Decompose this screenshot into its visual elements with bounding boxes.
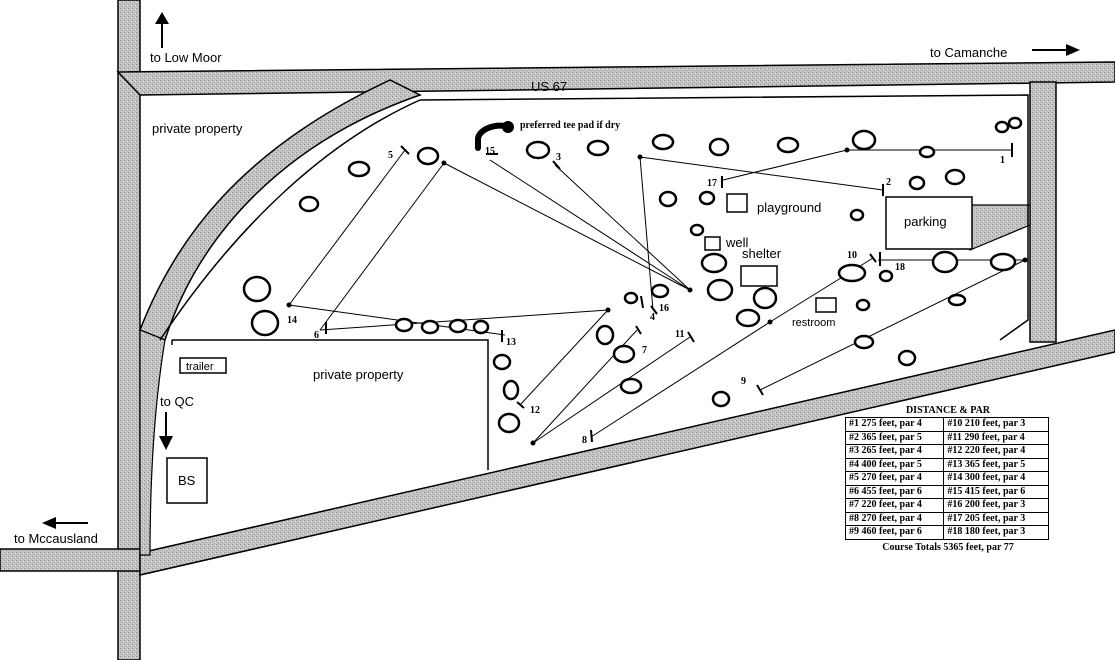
shelter-box: [740, 265, 778, 287]
baskets: [286, 147, 1028, 446]
hole-3-label: 3: [556, 152, 561, 163]
legend-cell: #18 180 feet, par 3: [943, 525, 1049, 540]
legend-cell: #10 210 feet, par 3: [943, 417, 1049, 432]
hole-2-label: 2: [886, 177, 891, 188]
restroom-label: restroom: [792, 317, 835, 329]
legend-cell: #8 270 feet, par 4: [844, 511, 945, 526]
legend-row: #4 400 feet, par 5#13 365 feet, par 5: [844, 457, 1049, 472]
legend-cell: #15 415 feet, par 6: [943, 484, 1049, 499]
east-arrow-icon: [1032, 44, 1080, 56]
to-camanche-label: to Camanche: [930, 45, 1007, 60]
legend-cell: #13 365 feet, par 5: [943, 457, 1049, 472]
hole-17-label: 17: [707, 178, 717, 189]
legend-cell: #5 270 feet, par 4: [844, 471, 945, 486]
legend-row: #7 220 feet, par 4#16 200 feet, par 3: [844, 498, 1049, 513]
legend-row: #6 455 feet, par 6#15 415 feet, par 6: [844, 484, 1049, 499]
legend-row: #2 365 feet, par 5#11 290 feet, par 4: [844, 430, 1049, 445]
legend-cell: #7 220 feet, par 4: [844, 498, 945, 513]
bottom-west-road: [0, 548, 141, 572]
parking-spur: [969, 204, 1031, 251]
legend-cell: #12 220 feet, par 4: [943, 444, 1049, 459]
hole-8-label: 8: [582, 435, 587, 446]
bs-box: [166, 457, 208, 504]
to-low-moor-label: to Low Moor: [150, 50, 222, 65]
legend-cell: #3 265 feet, par 4: [844, 444, 945, 459]
legend-cell: #1 275 feet, par 4: [844, 417, 945, 432]
legend-cell: #11 290 feet, par 4: [943, 430, 1049, 445]
legend-cell: #2 365 feet, par 5: [844, 430, 945, 445]
park-curve-road: [139, 79, 422, 341]
bs-label: BS: [178, 473, 196, 488]
legend-cell: #6 455 feet, par 6: [844, 484, 945, 499]
legend-row: #5 270 feet, par 4#14 300 feet, par 4: [844, 471, 1049, 486]
hole-7-label: 7: [642, 345, 647, 356]
legend-cell: #16 200 feet, par 3: [943, 498, 1049, 513]
hole-4-label: 4: [650, 312, 655, 323]
park-curve-road-south: [139, 329, 166, 556]
preferred-tee-pad-icon: [475, 121, 514, 151]
hole-1-label: 1: [1000, 155, 1005, 166]
east-road: [1029, 81, 1057, 343]
trailer-box: [179, 357, 227, 374]
west-arrow-icon: [42, 517, 88, 529]
trees: [242, 116, 1023, 434]
legend-title: DISTANCE & PAR: [905, 405, 991, 416]
hole-10-label: 10: [847, 250, 857, 261]
parking-lot: [885, 196, 973, 250]
trailer-label: trailer: [186, 361, 214, 373]
park-boundary: [159, 94, 1029, 341]
legend-cell: #9 460 feet, par 6: [844, 525, 945, 540]
restroom-box: [815, 297, 837, 313]
hole-6-label: 6: [314, 330, 319, 341]
legend-table: #1 275 feet, par 4#10 210 feet, par 3#2 …: [844, 417, 1049, 540]
legend-cell: #17 205 feet, par 3: [943, 511, 1049, 526]
to-qc-label: to QC: [160, 394, 194, 409]
us67-label: US 67: [531, 79, 567, 94]
to-mccausland-label: to Mccausland: [14, 531, 98, 546]
tee-markers: [325, 143, 1013, 443]
hole-18-label: 18: [895, 262, 905, 273]
fairways: [288, 149, 1026, 444]
legend-cell: #14 300 feet, par 4: [943, 471, 1049, 486]
legend-row: #3 265 feet, par 4#12 220 feet, par 4: [844, 444, 1049, 459]
hole-13-label: 13: [506, 337, 516, 348]
hole-14-label: 14: [287, 315, 297, 326]
hole-16-label: 16: [659, 303, 669, 314]
hole-5-label: 5: [388, 150, 393, 161]
us67-road: [116, 61, 1115, 96]
course-totals: Course Totals 5365 feet, par 77: [882, 541, 1014, 553]
hole-15-label: 15: [485, 146, 495, 157]
south-road: [139, 329, 1115, 576]
tee-pad-note: preferred tee pad if dry: [520, 120, 620, 131]
legend-row: #1 275 feet, par 4#10 210 feet, par 3: [844, 417, 1049, 432]
distance-par-legend: DISTANCE & PAR #1 275 feet, par 4#10 210…: [844, 405, 1051, 555]
legend-row: #9 460 feet, par 6#18 180 feet, par 3: [844, 525, 1049, 540]
well-box: [704, 236, 721, 251]
parking-label: parking: [904, 214, 947, 229]
hole-12-label: 12: [530, 405, 540, 416]
playground-label: playground: [757, 200, 821, 215]
hole-11-label: 11: [675, 329, 684, 340]
well-label: well: [725, 235, 749, 250]
private-property-top-label: private property: [152, 121, 243, 136]
playground-box: [726, 193, 748, 213]
north-arrow-icon: [155, 12, 169, 48]
south-arrow-icon: [159, 412, 173, 450]
private-property-bottom-block: [171, 339, 489, 470]
private-property-bottom-label: private property: [313, 367, 404, 382]
shelter-label: shelter: [742, 246, 782, 261]
hole-9-label: 9: [741, 376, 746, 387]
legend-cell: #4 400 feet, par 5: [844, 457, 945, 472]
legend-row: #8 270 feet, par 4#17 205 feet, par 3: [844, 511, 1049, 526]
